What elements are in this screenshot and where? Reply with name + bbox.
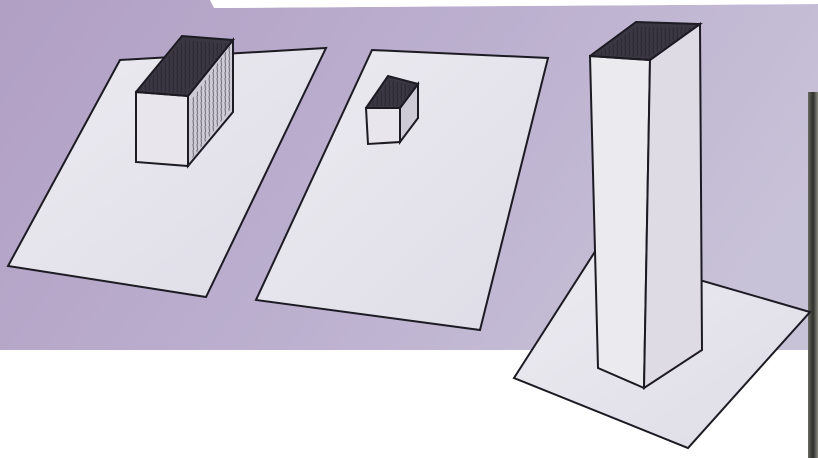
box-2-front-face: [366, 108, 400, 144]
box-1-front-face: [136, 92, 188, 166]
blank-white-area: [0, 350, 515, 458]
photo-edge-strip: [808, 92, 818, 458]
box-3-front-face: [590, 56, 650, 388]
box-3-side-face: [644, 24, 702, 388]
